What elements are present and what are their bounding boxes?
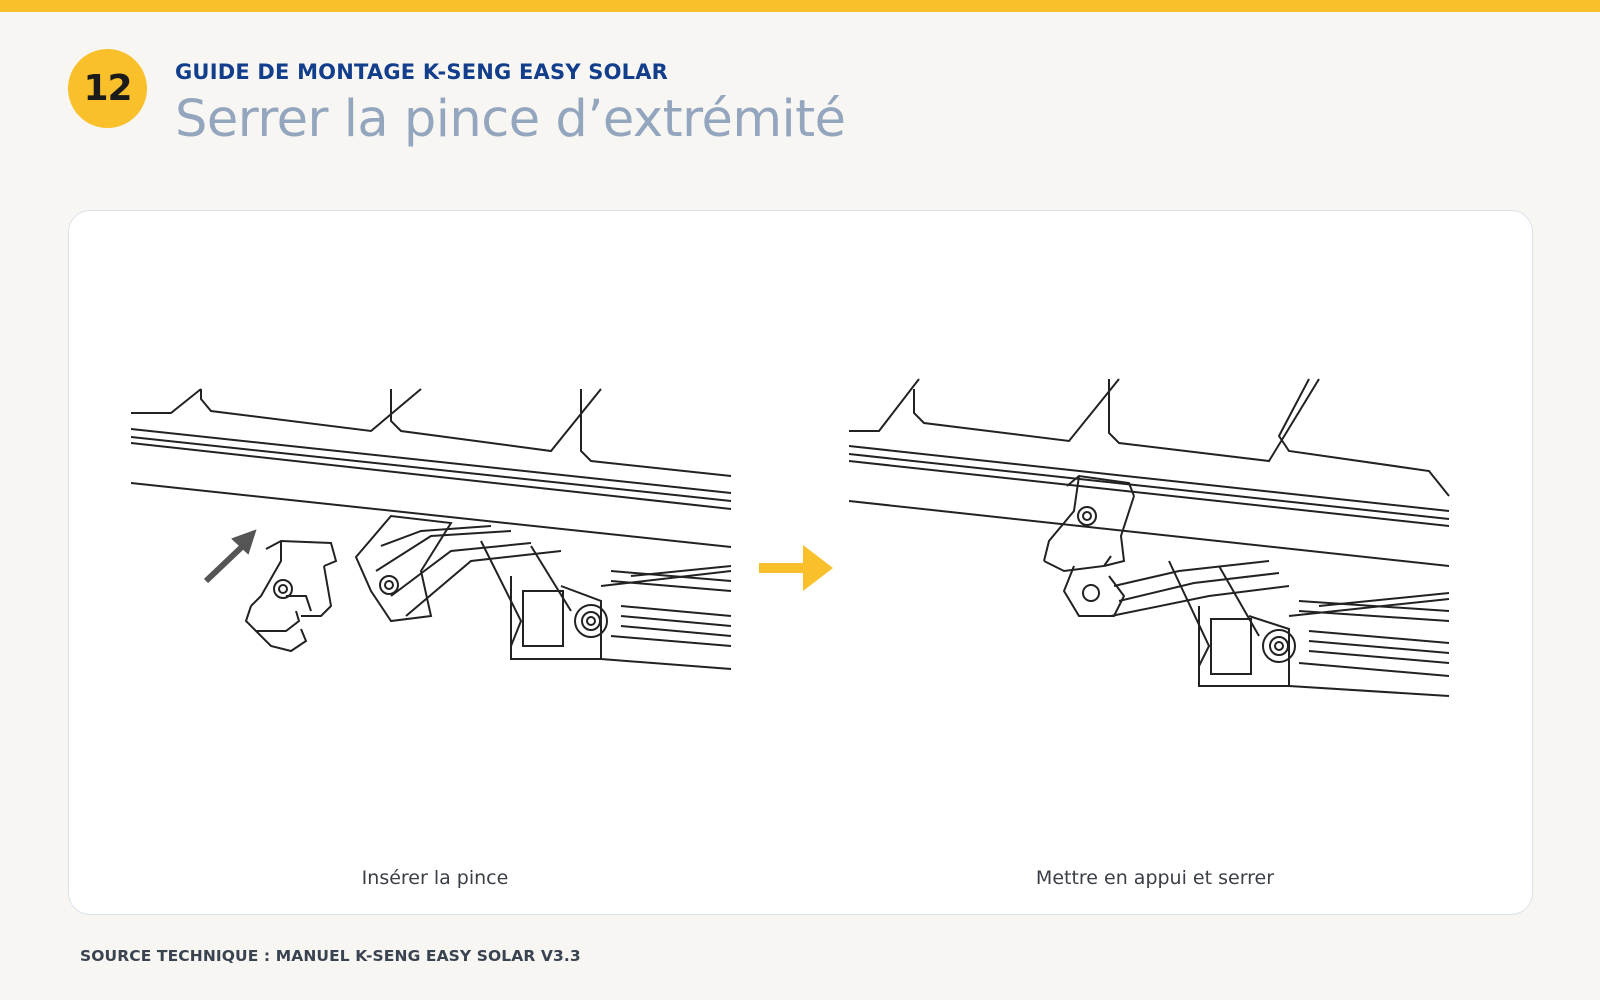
page-title: Serrer la pince d’extrémité <box>175 90 846 149</box>
illustration-tighten-clamp <box>849 378 1450 697</box>
step-transition-arrow <box>759 545 833 591</box>
illustration-panel: Insérer la pince Mettre en appui et serr… <box>68 210 1533 915</box>
source-note: SOURCE TECHNIQUE : MANUEL K-SENG EASY SO… <box>80 947 581 965</box>
caption-insert-clamp: Insérer la pince <box>361 867 509 889</box>
illustration-insert-clamp <box>131 388 732 670</box>
top-accent-bar <box>0 0 1600 12</box>
caption-tighten-clamp: Mettre en appui et serrer <box>1035 867 1275 889</box>
guide-label: GUIDE DE MONTAGE K-SENG EASY SOLAR <box>175 60 669 84</box>
step-number-badge: 12 <box>68 49 147 128</box>
